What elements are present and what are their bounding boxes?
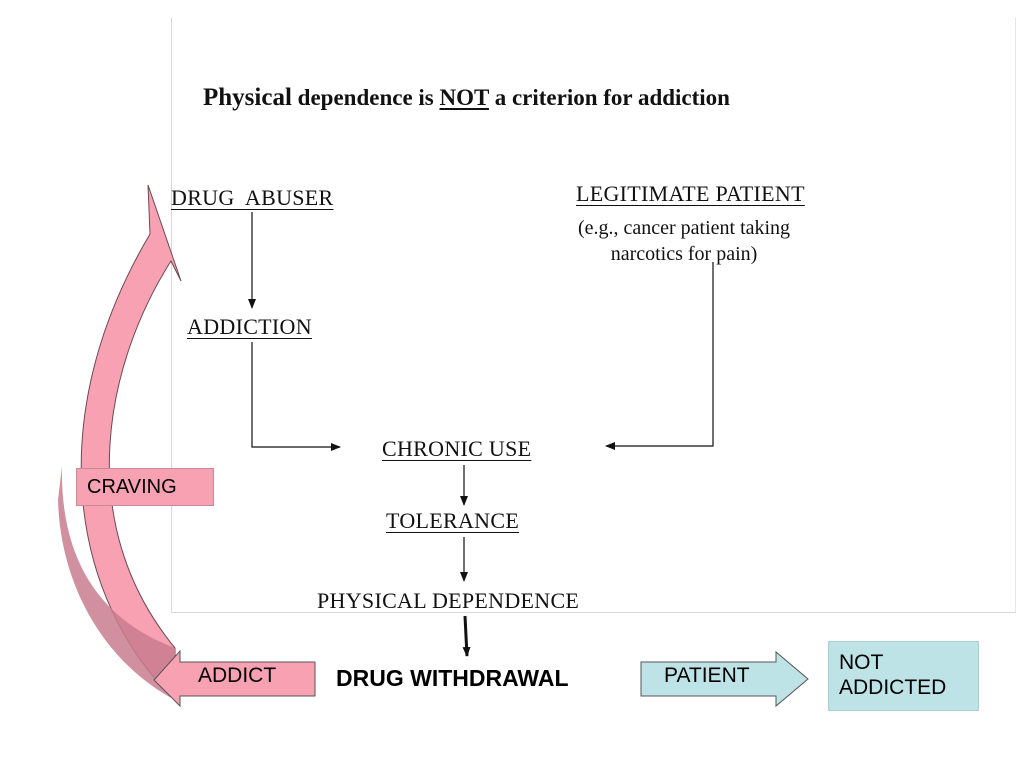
node-legitimate-patient: LEGITIMATE PATIENT <box>576 181 805 206</box>
not-addicted-box: NOT ADDICTED <box>828 641 979 711</box>
craving-label-box: CRAVING <box>76 468 214 506</box>
craving-label: CRAVING <box>87 475 177 498</box>
legitimate-patient-note: (e.g., cancer patient taking narcotics f… <box>544 215 824 267</box>
not-addicted-line1: NOT <box>839 651 884 674</box>
patient-label: PATIENT <box>664 664 750 687</box>
patient-note-line2: narcotics for pain) <box>610 243 758 265</box>
craving-curved-arrow-shade <box>58 466 175 700</box>
addict-arrow-shape <box>153 649 316 708</box>
patient-note-line1: (e.g., cancer patient taking <box>577 217 791 239</box>
arrow-addiction-to-chronic <box>251 342 341 451</box>
drug-withdrawal-label: DRUG WITHDRAWAL <box>336 665 569 691</box>
patient-arrow-shape <box>640 650 809 708</box>
arrow-dependence-to-withdrawal <box>462 615 471 657</box>
node-tolerance: TOLERANCE <box>386 508 520 533</box>
node-addiction: ADDICTION <box>187 314 312 339</box>
diagram-title: Physical dependence is NOT a criterion f… <box>203 84 730 111</box>
not-addicted-line2: ADDICTED <box>839 676 947 699</box>
scanned-diagram-panel <box>171 18 1016 613</box>
node-drug-abuser: DRUG ABUSER <box>171 185 334 210</box>
node-chronic-use: CHRONIC USE <box>382 436 532 461</box>
addict-label: ADDICT <box>198 664 277 687</box>
node-physical-dependence: PHYSICAL DEPENDENCE <box>317 588 580 613</box>
arrow-patient-to-chronic <box>605 262 714 450</box>
